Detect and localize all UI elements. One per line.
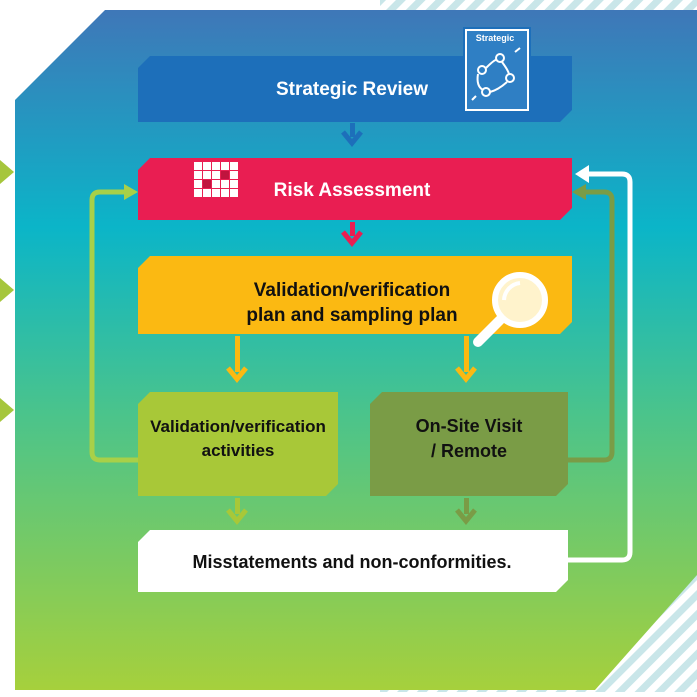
grid-icon (194, 162, 238, 197)
loop-left-arrow (89, 189, 138, 463)
strategic-icon-badge: Strategic (476, 33, 515, 43)
arrow-head (572, 184, 586, 200)
onsite-box (370, 392, 568, 496)
grid-icon-cell (203, 162, 211, 170)
onsite-label-line2: / Remote (431, 441, 507, 461)
misstatements-label: Misstatements and non-conformities. (192, 552, 511, 572)
grid-icon-cell (194, 180, 202, 188)
grid-icon-cell (194, 171, 202, 179)
risk-assessment-box (138, 158, 572, 220)
grid-icon-cell (203, 189, 211, 197)
arrow-down-plan-right (455, 336, 477, 383)
onsite-label-line1: On-Site Visit (416, 416, 523, 436)
arrow-down-onsite (455, 498, 477, 525)
left-marker (0, 278, 14, 302)
misstatements-box (138, 530, 568, 592)
grid-icon-cell (221, 189, 229, 197)
grid-icon-cell (212, 189, 220, 197)
arrow-down-strategic (341, 123, 363, 147)
strategic-icon (463, 27, 531, 113)
grid-icon-cell (230, 180, 238, 188)
grid-icon-cell (230, 162, 238, 170)
grid-icon-cell (221, 180, 229, 188)
plan-box (138, 256, 572, 334)
arrow-down-risk (341, 222, 363, 247)
activities-box (138, 392, 338, 496)
grid-icon-cell (230, 171, 238, 179)
grid-icon-cell (221, 162, 229, 170)
grid-icon-cell (221, 171, 229, 179)
arrow-head (575, 165, 589, 183)
left-marker (0, 398, 14, 422)
arrow-head (124, 184, 138, 200)
arrow-down-plan-left (226, 336, 248, 383)
loop-right-inner-arrow (568, 189, 615, 463)
grid-icon-cell (194, 162, 202, 170)
plan-label-line2: plan and sampling plan (246, 305, 457, 326)
magnifier-icon (473, 272, 548, 347)
grid-icon-cell (203, 171, 211, 179)
loop-right-outer-arrow (568, 171, 633, 563)
grid-icon-cell (212, 171, 220, 179)
grid-icon-cell (230, 189, 238, 197)
grid-icon-cell (212, 180, 220, 188)
arrow-down-activities (226, 498, 248, 525)
activities-label-line2: activities (202, 441, 275, 460)
plan-label-line1: Validation/verification (254, 280, 450, 301)
grid-icon-cell (212, 162, 220, 170)
grid-icon-cell (194, 189, 202, 197)
left-marker (0, 160, 14, 184)
grid-icon-cell (203, 180, 211, 188)
strategic-review-label: Strategic Review (276, 79, 428, 100)
risk-assessment-label: Risk Assessment (274, 180, 431, 201)
activities-label-line1: Validation/verification (150, 417, 326, 436)
